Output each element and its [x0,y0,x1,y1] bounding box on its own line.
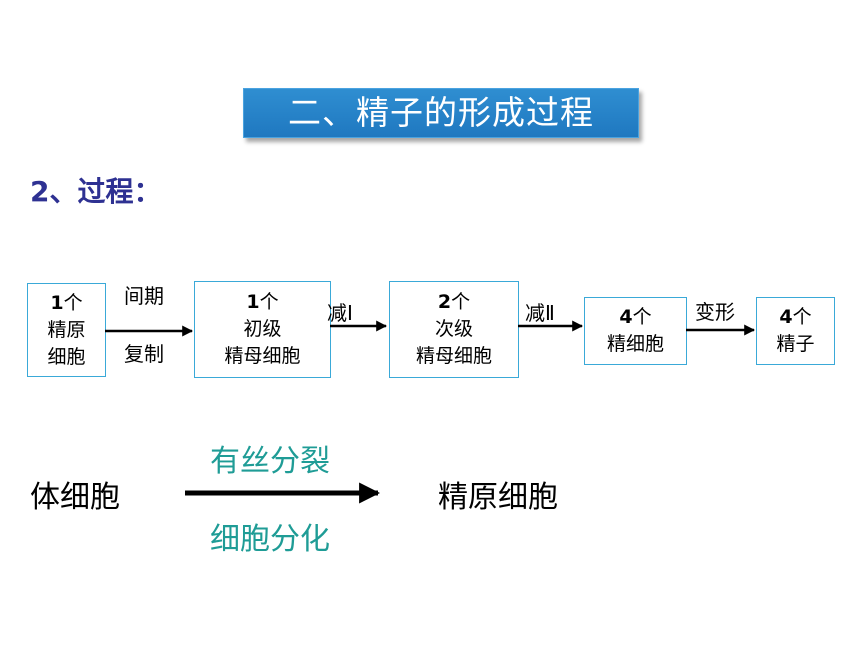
arrow-label-meiosis-2: 减Ⅱ [525,301,555,325]
box-unit: 个 [451,291,471,313]
somatic-cell-label: 体细胞 [30,480,120,515]
box-line: 精母细胞 [224,345,301,367]
arrow-label-transformation: 变形 [695,300,735,324]
box-line: 精原 [47,318,86,341]
mitosis-label: 有丝分裂 [210,444,330,479]
box-line: 初级 [243,318,282,340]
box-line: 精细胞 [606,333,664,355]
spermatogonium-label: 精原细胞 [438,480,558,515]
box-primary-spermatocyte: 1个 初级 精母细胞 [194,281,331,378]
box-line: 细胞 [47,345,86,368]
box-unit: 个 [632,306,652,328]
box-line: 精母细胞 [415,345,492,367]
arrow-label-interphase: 间期 [124,284,164,308]
differentiation-label: 细胞分化 [210,522,330,557]
arrow-label-meiosis-1: 减Ⅰ [327,301,353,325]
box-count: 1 [246,291,260,313]
page-title: 二、精子的形成过程 [243,88,639,138]
box-count: 2 [437,291,452,313]
box-sperm: 4个 精子 [756,297,835,365]
box-count: 1 [50,291,64,314]
box-line: 精子 [776,333,815,355]
box-unit: 个 [63,291,83,314]
box-count: 4 [619,306,633,328]
box-unit: 个 [792,306,812,328]
box-unit: 个 [259,291,279,313]
box-secondary-spermatocyte: 2个 次级 精母细胞 [389,281,519,378]
box-line: 次级 [434,318,473,340]
box-count: 4 [779,306,793,328]
arrow-label-replication: 复制 [124,342,164,366]
section-heading: 2、过程： [30,175,162,208]
